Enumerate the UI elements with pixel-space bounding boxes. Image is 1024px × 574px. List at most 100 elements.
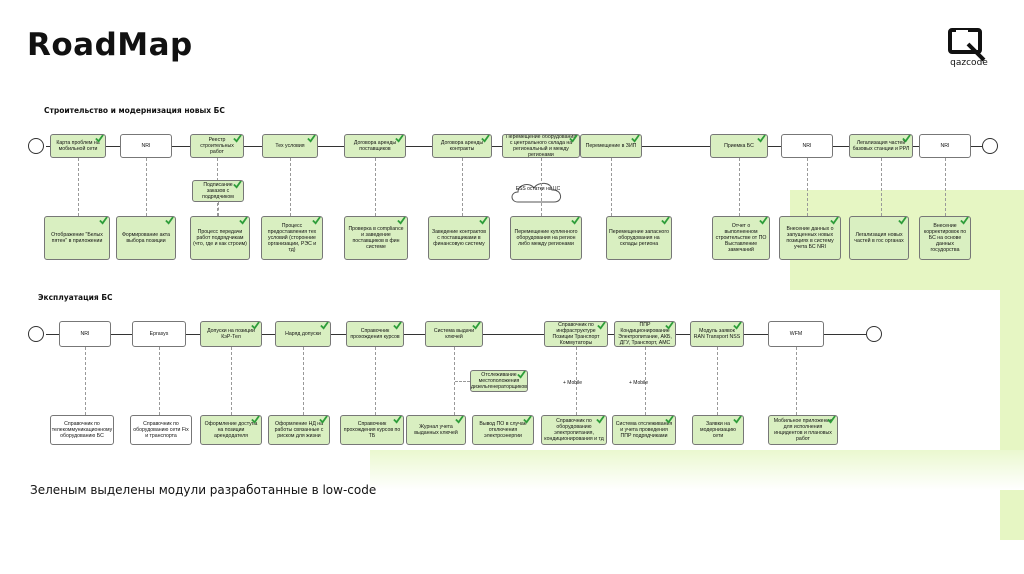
operation-note-1: Справочник по телекоммуникационному обор… (50, 415, 114, 445)
connector-line (85, 347, 86, 415)
operation-step-10: WFM (768, 321, 824, 347)
operation-step-2: Eprasys (132, 321, 186, 347)
start-node-construction (28, 138, 44, 154)
operation-step-10-label: WFM (789, 331, 803, 337)
operation-note-8-label: Справочник по оборудованию электропитани… (544, 418, 604, 442)
end-node-construction (982, 138, 998, 154)
construction-note-4-label: Процесс предоставления тех условий (стор… (267, 223, 317, 253)
connector-line (739, 158, 740, 216)
connector-line (576, 347, 577, 415)
operation-step-3-label: Допуски на позиции КэР-Тел (207, 328, 255, 340)
construction-step-10: NRI (781, 134, 833, 158)
operation-note-9: Система отслеживания и учета проведения … (612, 415, 676, 445)
operation-note-8: Справочник по оборудованию электропитани… (541, 415, 607, 445)
connector-line (375, 347, 376, 415)
construction-step-2-label: NRI (141, 143, 151, 149)
construction-note-9: Отчет о выполненном строительстве от ПО … (712, 216, 770, 260)
construction-note-5: Проверка в compliance и заведение постав… (344, 216, 408, 260)
construction-note-1-label: Отображение "Белых пятен" в приложении (51, 232, 103, 244)
operation-note-10: Заявки на модернизацию сети (692, 415, 744, 445)
construction-step-12: NRI (919, 134, 971, 158)
connector-line (541, 158, 542, 216)
operation-step-8-label: ППР Кондиционирование Электропитание, АК… (618, 322, 672, 346)
operation-step-7: Справочник по инфраструктуре Позиции Тра… (544, 321, 608, 347)
construction-step-1: Карта проблем на мобильной сети (50, 134, 106, 158)
ess-cloud-shape (511, 182, 561, 203)
construction-note-7: Перемещение купленного оборудования на р… (510, 216, 582, 260)
connector-line (159, 347, 160, 415)
construction-step-3-label: Реестр строительных работ (200, 137, 234, 155)
construction-step-4: Тех условия (262, 134, 318, 158)
connector-line (454, 347, 455, 415)
operation-note-2: Справочник по оборудованию сети Fix и тр… (130, 415, 192, 445)
construction-note-3-label: Процесс передачи работ подрядчикам (что,… (193, 229, 247, 247)
connector-line (807, 158, 808, 216)
connector-line (462, 158, 463, 216)
connector-line (78, 158, 79, 216)
connector-line (645, 347, 646, 415)
connector-line (375, 158, 376, 216)
connector-line (611, 158, 612, 216)
operation-note-3: Оформление доступа на позиции арендодате… (200, 415, 262, 445)
operation-step-9: Модуль заявок RAN Transport NSS (690, 321, 744, 347)
construction-step-8-label: Перемещение в ЗИП (585, 143, 637, 149)
construction-step-6-label: Договора аренды контракты (440, 140, 484, 152)
operation-step-7-label: Справочник по инфраструктуре Позиции Тра… (552, 322, 600, 346)
connector-line (796, 347, 797, 415)
construction-step-3: Реестр строительных работ (190, 134, 244, 158)
operation-step-6-label: Система выдачи ключей (433, 328, 475, 340)
operation-note-11: Мобильное приложение для исполнения инци… (768, 415, 838, 445)
operation-note-6: Журнал учета выданных ключей (406, 415, 466, 445)
construction-step-7-label: Перемещение оборудования с центрального … (505, 134, 577, 158)
section-title-construction: Строительство и модернизация новых БС (44, 106, 225, 115)
construction-step-11: Легализация частей базовых станции и РРЛ (849, 134, 913, 158)
construction-step-8: Перемещение в ЗИП (580, 134, 642, 158)
operation-step-2-label: Eprasys (149, 331, 169, 337)
operation-note-9-label: Система отслеживания и учета проведения … (615, 421, 673, 439)
operation-step-6: Система выдачи ключей (425, 321, 483, 347)
construction-note-6: Заведение контрактов с поставщиками в фи… (428, 216, 490, 260)
mobile-label: + Mobile (563, 380, 583, 386)
construction-note-5-label: Проверка в compliance и заведение постав… (348, 226, 404, 250)
green-highlight-right (1000, 290, 1024, 540)
construction-step-12-label: NRI (940, 143, 950, 149)
construction-step-1-label: Карта проблем на мобильной сети (56, 140, 100, 152)
operation-step-1-label: NRI (80, 331, 90, 337)
construction-note-4: Процесс предоставления тех условий (стор… (261, 216, 323, 260)
construction-step-5-label: Договора аренды поставщиков (353, 140, 397, 152)
construction-note-11-label: Легализация новых частей в гос органах (854, 232, 904, 244)
construction-note-10-label: Внесение данных о запущенных новых позиц… (786, 226, 834, 250)
operation-step-9-label: Модуль заявок RAN Transport NSS (693, 328, 741, 340)
operation-note-11-label: Мобильное приложение для исполнения инци… (773, 418, 833, 442)
operation-step-5-label: Справочник прохождения курсов (350, 328, 400, 340)
connector-line (146, 158, 147, 216)
construction-note-6-label: Заведение контрактов с поставщиками в фи… (432, 229, 486, 247)
construction-note-2: Формирование акта выбора позиции (116, 216, 176, 260)
operation-note-5: Справочник прохождения курсов по ТБ (340, 415, 404, 445)
construction-step-7: Перемещение оборудования с центрального … (502, 134, 580, 158)
operation-step-8: ППР Кондиционирование Электропитание, АК… (614, 321, 676, 347)
construction-step-9-label: Приемка БС (724, 143, 754, 149)
operation-step-3: Допуски на позиции КэР-Тел (200, 321, 262, 347)
operation-note-1-label: Справочник по телекоммуникационному обор… (51, 421, 113, 439)
operation-note-4: Оформление НД на работы связанные с риск… (268, 415, 330, 445)
construction-step-2: NRI (120, 134, 172, 158)
mobile-label: + Mobile (629, 380, 649, 386)
start-node-operation (28, 326, 44, 342)
operation-step-1: NRI (59, 321, 111, 347)
construction-note-8: Перемещение запасного оборудования на ск… (606, 216, 672, 260)
connector-line (303, 347, 304, 415)
operation-substep: Отслеживание местоположения дизельгенера… (470, 370, 528, 392)
construction-step-5: Договора аренды поставщиков (344, 134, 406, 158)
construction-note-9-label: Отчет о выполненном строительстве от ПО … (715, 223, 767, 253)
connector-line (290, 158, 291, 216)
connector-line (945, 158, 946, 216)
qazcode-logo-icon (948, 28, 986, 62)
construction-substep-label: Подписание заказов с подрядчиком (202, 182, 234, 200)
construction-step-10-label: NRI (802, 143, 812, 149)
connector-line (881, 158, 882, 216)
operation-note-3-label: Оформление доступа на позиции арендодате… (204, 421, 258, 439)
connector-line (218, 202, 219, 216)
ess-cloud-label: ESS остатки на ЦС (515, 186, 561, 192)
operation-note-6-label: Журнал учета выданных ключей (414, 424, 458, 436)
